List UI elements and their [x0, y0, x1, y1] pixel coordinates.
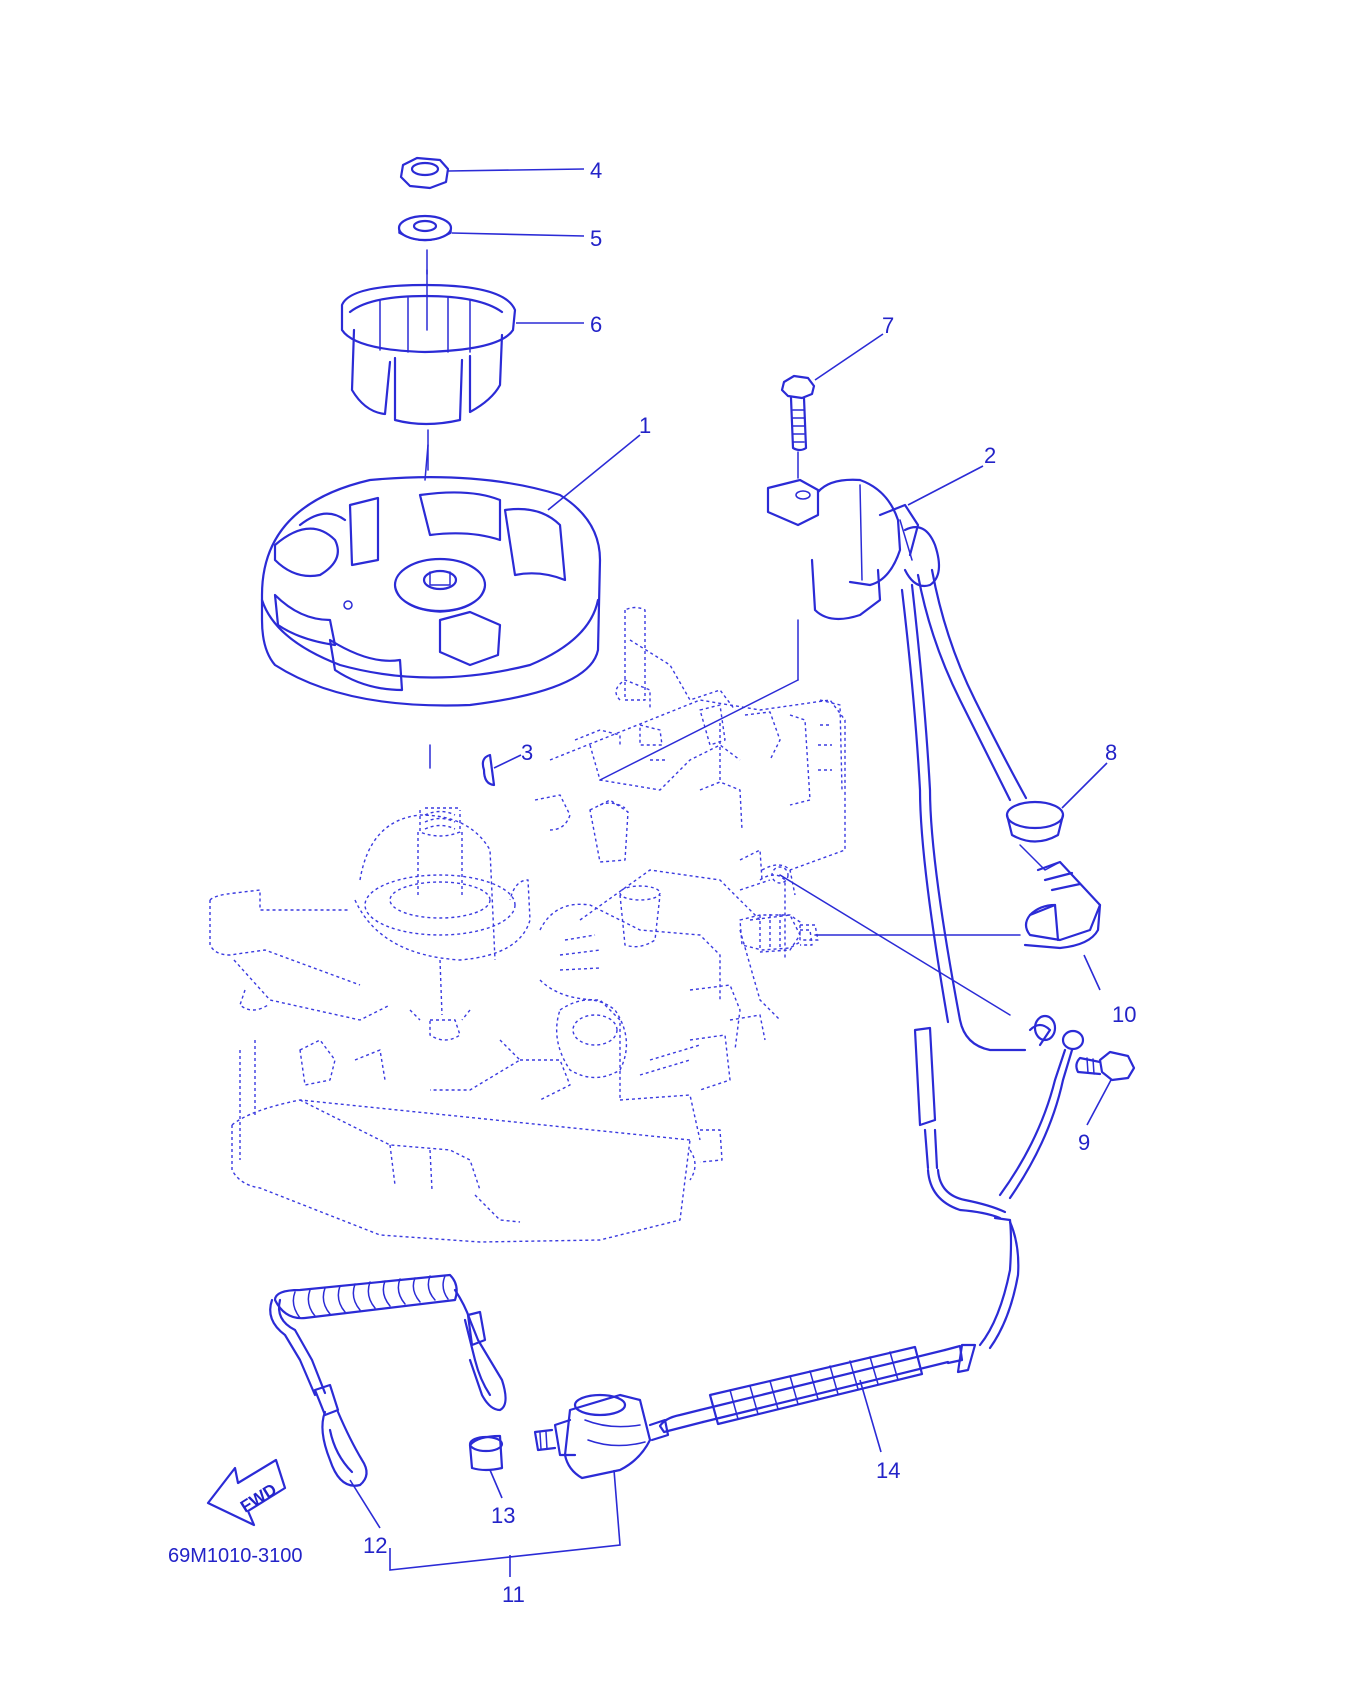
callout-5: 5 — [590, 226, 602, 251]
callout-11: 11 — [502, 1582, 525, 1607]
part-13-cap — [468, 1434, 504, 1472]
high-tension-lead — [900, 568, 1028, 1052]
part-3-key — [481, 753, 496, 787]
part-8-grommet — [1005, 800, 1065, 871]
powerhead-ghost — [209, 606, 846, 1243]
spark-plug-reference — [739, 864, 819, 951]
callout-6: 6 — [590, 312, 602, 337]
part-14-lead-wire — [658, 1344, 964, 1434]
callout-1: 1 — [639, 413, 651, 438]
stop-switch-leads — [913, 1026, 1020, 1374]
callout-9: 9 — [1078, 1130, 1090, 1155]
diagram-code: 69M1010-3100 — [168, 1545, 303, 1567]
part-1-flywheel — [260, 444, 602, 707]
leader-lines — [349, 168, 1112, 1577]
part-6-starter-pulley — [340, 269, 517, 426]
part-7-bolt — [780, 374, 816, 452]
part-2-ignition-coil — [766, 478, 941, 621]
part-9-bolt — [1075, 1050, 1136, 1082]
callout-8: 8 — [1105, 740, 1117, 765]
guide-lines — [426, 249, 1021, 1016]
callout-7: 7 — [882, 313, 894, 338]
callout-14: 14 — [876, 1458, 900, 1483]
part-10-spark-plug-cap — [1023, 860, 1102, 950]
callout-10: 10 — [1112, 1002, 1136, 1027]
spiral-sleeve — [708, 1345, 924, 1426]
part-5-washer — [397, 214, 453, 242]
callout-4: 4 — [590, 158, 602, 183]
part-12-lanyard — [269, 1273, 507, 1487]
part-11-stop-switch — [533, 1393, 670, 1480]
callout-3: 3 — [521, 740, 533, 765]
ground-lead — [998, 1014, 1085, 1200]
part-4-nut — [399, 156, 450, 190]
fwd-arrow-icon: FWD — [206, 1458, 287, 1527]
callout-12: 12 — [363, 1533, 387, 1558]
fwd-label: FWD — [237, 1480, 280, 1517]
callout-labels: 4 5 6 7 1 2 3 8 10 9 14 13 12 11 — [363, 158, 1136, 1607]
callout-13: 13 — [491, 1503, 515, 1528]
callout-2: 2 — [984, 443, 996, 468]
